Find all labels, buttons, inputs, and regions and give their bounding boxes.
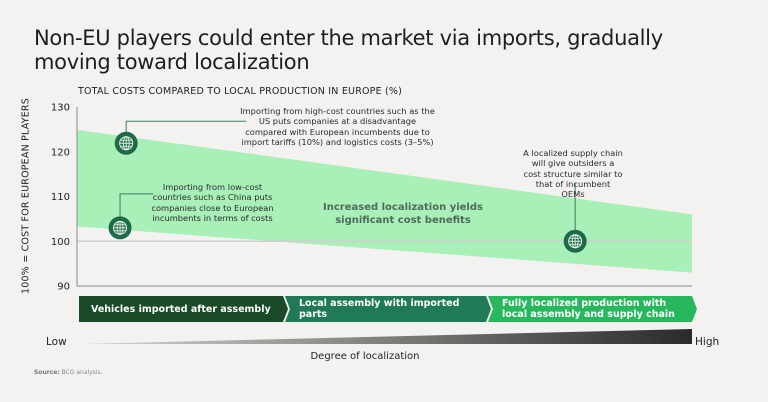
- stage-label-3: Fully localized production with local as…: [490, 296, 690, 322]
- stage-text-2: Local assembly with imported parts: [299, 298, 460, 320]
- annotation-localized: A localized supply chain will give outsi…: [523, 148, 623, 200]
- source-label: Source:: [34, 369, 60, 376]
- globe-icon: [563, 229, 587, 253]
- leader-line: [119, 193, 154, 217]
- stage-text-3: Fully localized production with local as…: [502, 298, 675, 320]
- annotation-low-cost: Importing from low-cost countries such a…: [151, 182, 274, 223]
- stage-arrow: [285, 296, 491, 322]
- x-axis-label: Degree of localization: [310, 351, 420, 362]
- x-high-label: High: [695, 336, 720, 348]
- x-low-label: Low: [46, 336, 67, 348]
- globe-icon: [108, 216, 132, 240]
- localization-wedge: [79, 329, 692, 344]
- cost-band: [77, 129, 692, 273]
- annotation-high-cost: Importing from high-cost countries such …: [240, 106, 435, 147]
- stage-arrow: [79, 296, 288, 322]
- y-tick-label: 130: [51, 103, 70, 114]
- stage-arrows: [79, 296, 697, 322]
- markers: [108, 131, 587, 253]
- chart-subtitle: TOTAL COSTS COMPARED TO LOCAL PRODUCTION…: [78, 86, 403, 97]
- y-tick-label: 120: [51, 147, 70, 158]
- y-tick-label: 90: [57, 282, 70, 293]
- page-title: Non-EU players could enter the market vi…: [34, 26, 663, 74]
- y-tick-label: 110: [51, 192, 70, 203]
- annotation-leaders: [119, 120, 576, 231]
- source-text: BCG analysis.: [61, 369, 103, 376]
- y-ticks: 90 100 110 120 130: [51, 103, 70, 293]
- leader-line: [125, 120, 247, 133]
- stage-arrow: [488, 296, 697, 322]
- stage-text-1: Vehicles imported after assembly: [91, 303, 271, 315]
- stage-label-2: Local assembly with imported parts: [287, 296, 482, 322]
- globe-icon: [114, 131, 138, 155]
- y-tick-label: 100: [51, 237, 70, 248]
- source-note: Source: BCG analysis.: [34, 369, 103, 376]
- stage-label-1: Vehicles imported after assembly: [79, 296, 279, 322]
- center-note: Increased localization yields significan…: [323, 202, 483, 226]
